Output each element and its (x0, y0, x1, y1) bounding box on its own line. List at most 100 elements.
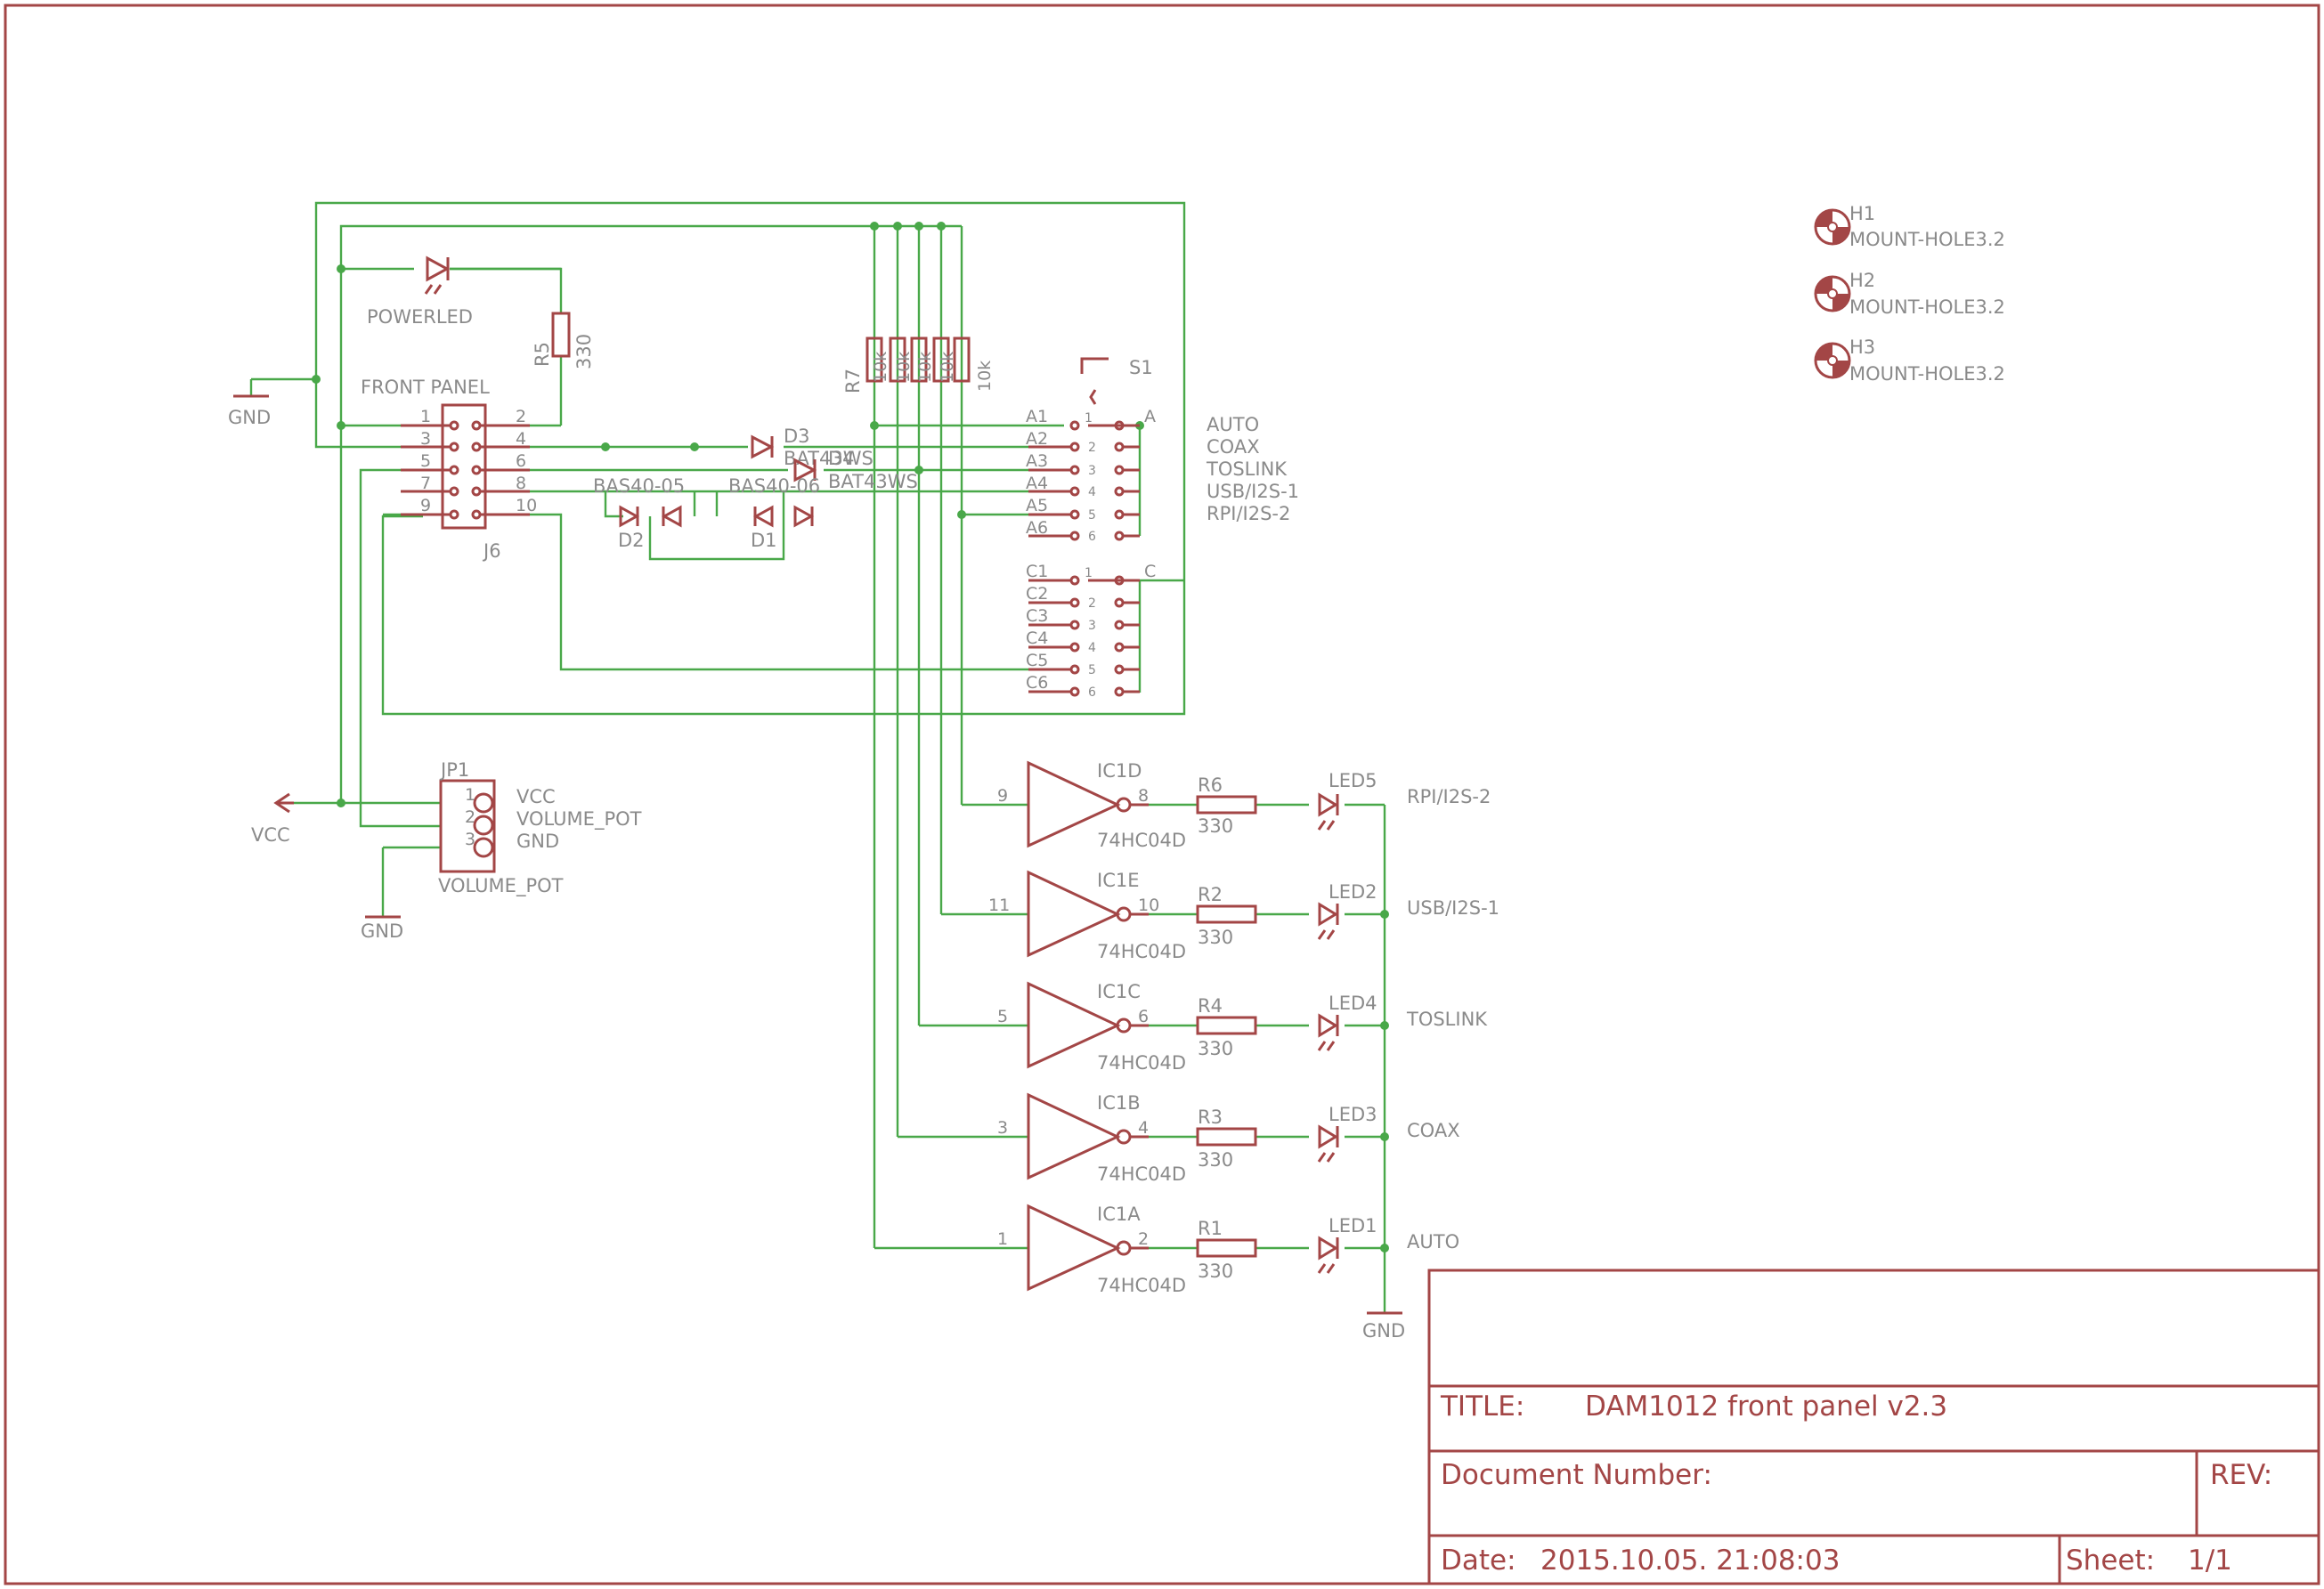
rev-label: REV: (2210, 1459, 2272, 1491)
inverter-channel-ic1c: IC1C 74HC04D 5 6 R4 330 LED4 TOSLINK (997, 981, 1488, 1074)
led3-label: COAX (1407, 1120, 1460, 1141)
d1-name: D1 (751, 530, 777, 551)
jp1-pin-3: 3 (465, 830, 475, 849)
j6-name: J6 (482, 540, 501, 562)
jp1-pin-1: 1 (465, 785, 475, 805)
h1-value: MOUNT-HOLE3.2 (1849, 229, 2005, 250)
s1-c-num-3: 3 (1088, 619, 1096, 633)
s1-pin-a6: A6 (1026, 518, 1048, 538)
ic1e-pin-out: 10 (1138, 896, 1159, 915)
r7-value-2: 10k (894, 352, 914, 383)
h2-name: H2 (1849, 270, 1875, 291)
jp1-signal-volume: VOLUME_POT (516, 808, 642, 831)
r2-value: 330 (1198, 927, 1233, 948)
d2-value: BAS40-05 (593, 475, 685, 497)
s1-pin-c1: C1 (1026, 562, 1048, 581)
gnd-symbol-jp1: GND (361, 915, 403, 942)
ic1a-value: 74HC04D (1097, 1275, 1186, 1296)
j6-pin-4: 4 (516, 429, 526, 449)
ic1c-value: 74HC04D (1097, 1052, 1186, 1074)
s1-c-bank: C1 C2 C3 C4 C5 C6 1 2 3 4 5 6 C (1026, 562, 1156, 700)
led4-label: TOSLINK (1406, 1009, 1488, 1030)
document-number-label: Document Number: (1441, 1459, 1712, 1491)
powerled-label: POWERLED (367, 306, 473, 328)
r6-name: R6 (1198, 774, 1223, 796)
j6-pin-5: 5 (420, 451, 431, 471)
h1-name: H1 (1849, 203, 1875, 224)
j6-title: FRONT PANEL (361, 377, 490, 398)
d3-name: D3 (784, 426, 810, 447)
s1-position-usb: USB/I2S-1 (1207, 481, 1299, 502)
r4-value: 330 (1198, 1038, 1233, 1059)
s1-position-toslink: TOSLINK (1206, 458, 1288, 480)
s1-pin-a4: A4 (1026, 474, 1048, 493)
s1-position-labels: AUTO COAX TOSLINK USB/I2S-1 RPI/I2S-2 (1206, 414, 1299, 524)
r5: R5 330 (532, 312, 595, 369)
ic1e-value: 74HC04D (1097, 941, 1186, 962)
led2-label: USB/I2S-1 (1407, 897, 1499, 919)
d4-name: D4 (828, 448, 855, 469)
sheet-label: Sheet: (2066, 1544, 2155, 1577)
s1-name: S1 (1129, 357, 1153, 378)
inverter-channel-ic1a: IC1A 74HC04D 1 2 R1 330 LED1 AUTO (997, 1204, 1459, 1296)
r3-value: 330 (1198, 1149, 1233, 1171)
title-value: DAM1012 front panel v2.3 (1585, 1390, 1947, 1423)
r2-name: R2 (1198, 884, 1223, 905)
s1-c-num-5: 5 (1088, 663, 1096, 677)
j6-pin-column-left (449, 420, 459, 520)
r6-value: 330 (1198, 815, 1233, 837)
j6-pin-10: 10 (516, 496, 537, 515)
r3-name: R3 (1198, 1107, 1223, 1128)
j6-connector: FRONT PANEL J6 1 3 5 7 9 2 4 6 8 10 (361, 377, 537, 562)
ic1b-pin-in: 3 (997, 1118, 1008, 1138)
ic1a-pin-out: 2 (1138, 1229, 1149, 1249)
s1-pin-a5: A5 (1026, 496, 1048, 515)
j6-pin-3: 3 (420, 429, 431, 449)
led1-name: LED1 (1329, 1215, 1377, 1236)
r4-name: R4 (1198, 995, 1223, 1017)
led5-name: LED5 (1329, 770, 1377, 791)
gnd-top-label: GND (228, 407, 271, 428)
ic1c-name: IC1C (1097, 981, 1141, 1002)
mount-hole-h2: H2 MOUNT-HOLE3.2 (1814, 270, 2005, 318)
s1-pin-c3: C3 (1026, 606, 1048, 626)
wires (249, 201, 1386, 1313)
inverter-channel-ic1d: IC1D 74HC04D 9 8 R6 330 LED5 RPI/I2S-2 (997, 760, 1491, 851)
d2-name: D2 (618, 530, 645, 551)
jp1-name: JP1 (439, 759, 469, 781)
ic1e-name: IC1E (1097, 870, 1140, 891)
j6-pin-2: 2 (516, 407, 526, 426)
s1-position-rpi: RPI/I2S-2 (1207, 503, 1290, 524)
s1-a-num-4: 4 (1088, 485, 1096, 499)
d1-value: BAS40-06 (728, 475, 820, 497)
s1-pin-c2: C2 (1026, 584, 1048, 604)
r7-value-4: 10k (938, 352, 957, 383)
diode-d2: BAS40-05 D2 (593, 475, 685, 551)
ic1d-pin-in: 9 (997, 786, 1008, 806)
r1-value: 330 (1198, 1261, 1233, 1282)
d3-value: BAT43WS (784, 448, 874, 469)
jp1-signal-gnd: GND (516, 831, 559, 852)
inverter-channel-ic1e: IC1E 74HC04D 11 10 R2 330 LED2 USB/I2S-1 (988, 870, 1499, 962)
s1-c-num-2: 2 (1088, 596, 1096, 611)
h2-value: MOUNT-HOLE3.2 (1849, 296, 2005, 318)
mount-hole-h1: H1 MOUNT-HOLE3.2 (1814, 203, 2005, 250)
s1-pin-c4: C4 (1026, 628, 1048, 648)
r5-name: R5 (532, 342, 553, 367)
powerled: POWERLED (367, 255, 473, 328)
junctions (312, 222, 1389, 1253)
ic1a-pin-in: 1 (997, 1229, 1008, 1249)
diode-d4: D4 BAT43WS (793, 448, 918, 492)
s1-a-num-1: 1 (1085, 411, 1093, 426)
s1-common-c: C (1144, 562, 1156, 581)
ic1b-pin-out: 4 (1138, 1118, 1149, 1138)
s1-c-num-4: 4 (1088, 641, 1096, 655)
ic1a-name: IC1A (1097, 1204, 1141, 1225)
ic1c-pin-out: 6 (1138, 1007, 1149, 1026)
jp1-signal-vcc: VCC (516, 786, 556, 807)
gnd-jp1-label: GND (361, 920, 403, 942)
switch-s1: S1 A1 A2 A3 (1026, 357, 1299, 700)
gnd-led-label: GND (1362, 1320, 1405, 1342)
led2-name: LED2 (1329, 881, 1377, 903)
